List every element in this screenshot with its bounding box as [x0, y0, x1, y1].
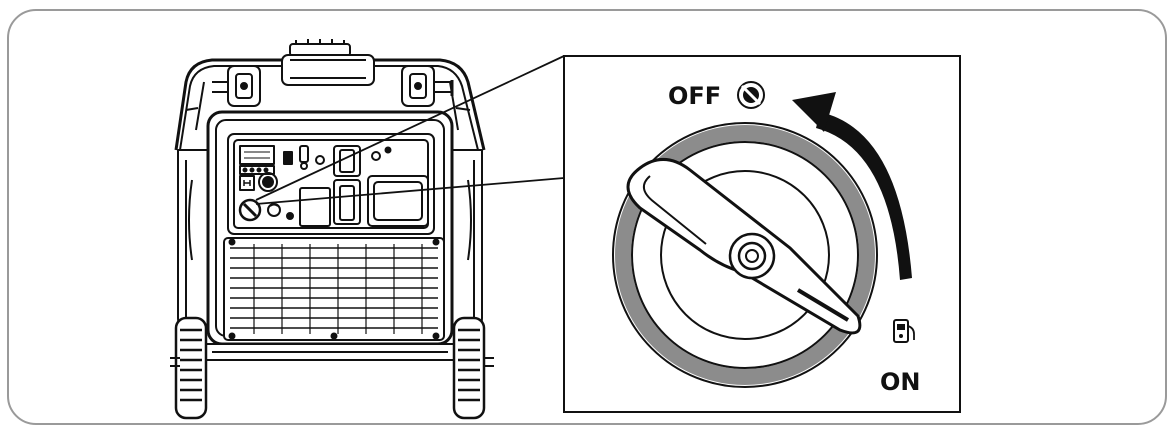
top-frame [174, 58, 486, 151]
control-panel [227, 133, 435, 235]
knob-grip-ring [615, 125, 875, 385]
fuel-valve-knob [612, 122, 878, 388]
on-label: ON [880, 368, 921, 396]
generator-illustration [170, 39, 494, 420]
fuel-pump-icon [893, 319, 915, 343]
fuel-off-symbol-icon [737, 81, 765, 109]
callout-lines [255, 55, 565, 205]
vent-grille [223, 237, 445, 341]
rotation-arrow-icon [792, 92, 912, 280]
fuel-cap [281, 39, 375, 86]
left-wheel [170, 316, 208, 420]
left-handle-hinge [212, 65, 261, 107]
right-wheel [452, 316, 494, 420]
right-handle-hinge [401, 65, 454, 107]
off-label: OFF [668, 82, 721, 110]
